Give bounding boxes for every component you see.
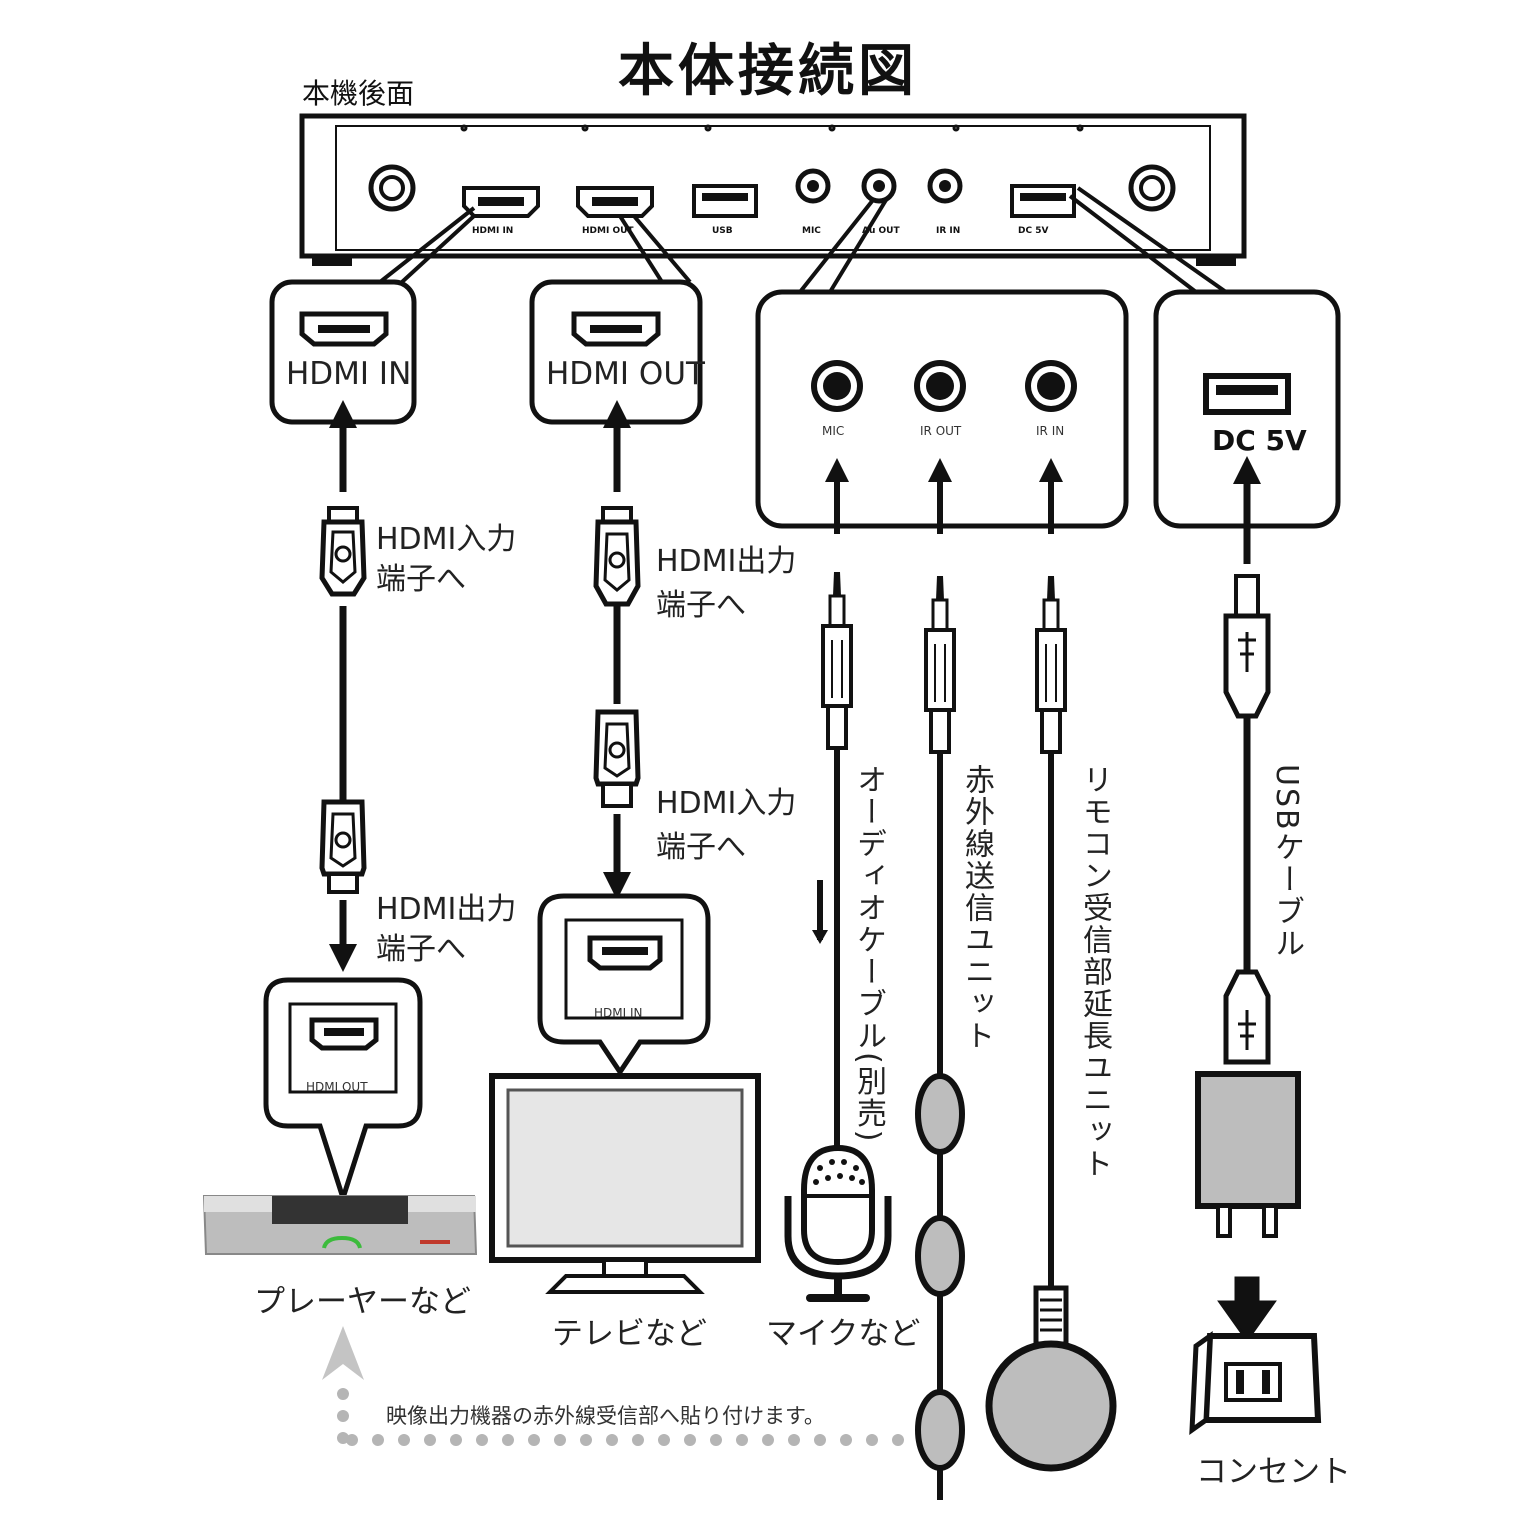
route-dot xyxy=(814,1434,826,1446)
route-dot xyxy=(658,1434,670,1446)
player-caption: プレーヤーなど xyxy=(254,1284,471,1320)
route-dot xyxy=(840,1434,852,1446)
rear-port-label: DC 5V xyxy=(1018,226,1049,236)
screw-right-icon xyxy=(1128,164,1176,212)
mic-jack-icon xyxy=(811,360,863,412)
mid-chain-lower-label: HDMI入力 端子へ xyxy=(656,786,797,865)
usb-plug-icon xyxy=(1223,969,1271,1065)
route-dot xyxy=(892,1434,904,1446)
route-dot xyxy=(502,1434,514,1446)
tv-icon xyxy=(489,1073,761,1294)
dotted-route-dots xyxy=(337,1388,904,1446)
hdmi-in-box xyxy=(269,279,417,425)
ir-rx-cable-label: リモコン受信部延長ユニット xyxy=(1077,764,1112,1180)
outlet-caption: コンセント xyxy=(1196,1454,1351,1490)
dc-box xyxy=(1153,289,1341,529)
route-dot xyxy=(736,1434,748,1446)
microphone-icon xyxy=(784,1144,892,1302)
hdmi-plug-icon xyxy=(319,799,367,894)
rear-port-label: MIC xyxy=(802,226,821,236)
hdmi-plug-icon xyxy=(593,506,641,607)
ac-adapter-icon xyxy=(1195,1071,1301,1238)
small-down-arrow-icon xyxy=(812,880,828,944)
power-outlet-icon xyxy=(1189,1330,1322,1436)
rear-dc-port-icon xyxy=(1010,184,1076,218)
ir-pad-note: 映像出力機器の赤外線受信部へ貼り付けます。 xyxy=(386,1404,825,1428)
route-dot xyxy=(337,1388,349,1400)
usb-plug-icon xyxy=(1223,574,1271,719)
down-arrow-icon xyxy=(1217,1276,1277,1343)
rear-audio-out-jack-icon xyxy=(861,168,897,204)
rear-mic-jack-icon xyxy=(795,168,831,204)
route-dot xyxy=(450,1434,462,1446)
hdmi-plug-icon xyxy=(593,709,641,808)
route-dot xyxy=(788,1434,800,1446)
ir-tx-cable-label: 赤外線送信ユニット xyxy=(959,764,994,1052)
ir-out-jack-label: IR OUT xyxy=(920,424,962,438)
hdmi-out-box xyxy=(529,279,703,425)
usb-port-icon xyxy=(1203,373,1291,415)
route-dot xyxy=(710,1434,722,1446)
ir-in-jack-icon xyxy=(1025,360,1077,412)
left-chain-upper-label: HDMI入力 端子へ xyxy=(376,522,517,597)
rear-hdmi-out-port-icon xyxy=(576,186,654,218)
ir-receiver-unit-icon xyxy=(985,1285,1117,1472)
route-dot xyxy=(554,1434,566,1446)
route-dot xyxy=(337,1410,349,1422)
tv-port-box xyxy=(537,893,711,1077)
minijack-plug-icon xyxy=(821,572,853,750)
rear-port-label: Au OUT xyxy=(862,226,900,236)
device-rear-panel xyxy=(299,113,1247,266)
route-dot xyxy=(866,1434,878,1446)
route-dot xyxy=(684,1434,696,1446)
dc-box-label: DC 5V xyxy=(1212,424,1307,457)
ir-in-jack-label: IR IN xyxy=(1036,424,1065,438)
route-dot xyxy=(762,1434,774,1446)
player-device-icon xyxy=(202,1195,478,1255)
screw-left-icon xyxy=(368,164,416,212)
mic-jack-label: MIC xyxy=(822,424,845,438)
audio-cable-label: オーディオケーブル(別売) xyxy=(851,764,886,1144)
dotted-route xyxy=(322,1326,364,1380)
player-port-box xyxy=(263,977,423,1207)
rear-hdmi-in-port-icon xyxy=(462,186,540,218)
device-back-label: 本機後面 xyxy=(302,77,415,110)
route-dot xyxy=(632,1434,644,1446)
player-port-label: HDMI OUT xyxy=(306,1080,368,1094)
hdmi-plug-icon xyxy=(319,506,367,597)
route-dot xyxy=(337,1432,349,1444)
route-dot xyxy=(398,1434,410,1446)
route-dot xyxy=(580,1434,592,1446)
rear-port-label: HDMI IN xyxy=(472,226,514,236)
tv-port-label: HDMI IN xyxy=(594,1006,643,1020)
audio-jacks-box xyxy=(755,289,1129,529)
rear-usb-port-icon xyxy=(692,184,758,218)
route-dot xyxy=(424,1434,436,1446)
rear-port-label: USB xyxy=(712,226,733,236)
ir-out-jack-icon xyxy=(914,360,966,412)
page-title: 本体接続図 xyxy=(618,39,918,104)
mic-caption: マイクなど xyxy=(766,1316,921,1352)
route-dot xyxy=(606,1434,618,1446)
route-dot xyxy=(372,1434,384,1446)
hdmi-in-box-label: HDMI IN xyxy=(286,356,412,392)
ir-transmitter-pad-icon xyxy=(915,1389,965,1471)
usb-cable-label: USBケーブル xyxy=(1269,764,1304,960)
route-dot xyxy=(528,1434,540,1446)
rear-port-label: IR IN xyxy=(936,226,961,236)
tv-caption: テレビなど xyxy=(552,1316,707,1352)
mid-chain-upper-label: HDMI出力 端子へ xyxy=(656,544,797,623)
hdmi-out-box-label: HDMI OUT xyxy=(546,356,705,392)
route-dot xyxy=(346,1434,358,1446)
rear-ir-in-jack-icon xyxy=(927,168,963,204)
ir-transmitter-pad-icon xyxy=(915,1073,965,1155)
route-dot xyxy=(476,1434,488,1446)
left-chain-lower-label: HDMI出力 端子へ xyxy=(376,892,517,967)
minijack-plug-icon xyxy=(1035,576,1067,754)
rear-port-label: HDMI OUT xyxy=(582,226,634,236)
ir-transmitter-pad-icon xyxy=(915,1215,965,1297)
minijack-plug-icon xyxy=(924,576,956,754)
